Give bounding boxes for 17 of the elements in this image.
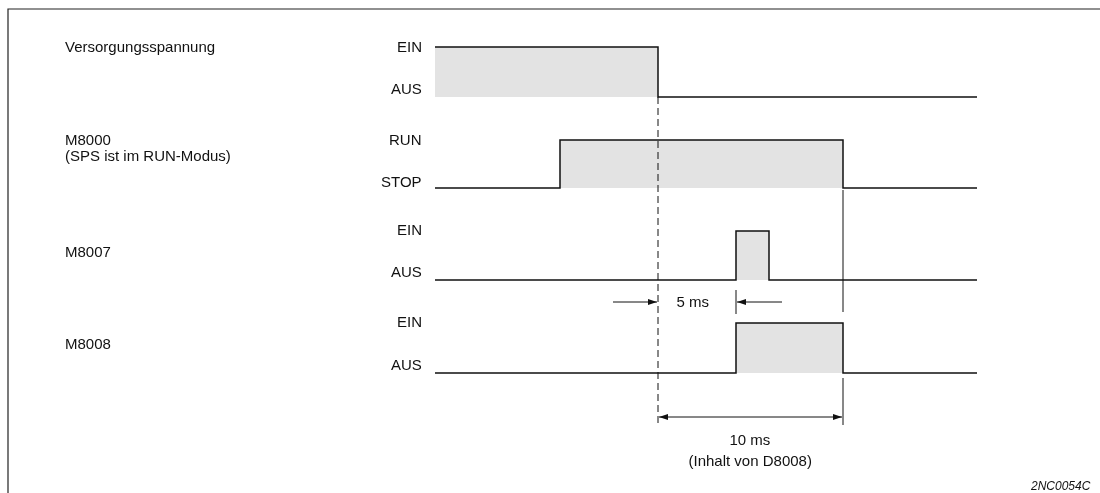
state-label: EIN xyxy=(397,313,422,331)
signal-name: Versorgungsspannung xyxy=(65,38,216,56)
state-label: AUS xyxy=(391,356,422,374)
dimension-note: (Inhalt von D8008) xyxy=(688,452,812,470)
signal-name: M8007 xyxy=(65,243,111,261)
state-label: AUS xyxy=(391,80,422,98)
signal-name: M8008 xyxy=(65,335,111,353)
state-label: EIN xyxy=(397,221,422,239)
state-label: EIN xyxy=(397,38,422,56)
dimension-label: 10 ms xyxy=(729,431,771,449)
state-label: STOP xyxy=(381,173,422,191)
dimension-label: 5 ms xyxy=(676,293,709,311)
signal-description: (SPS ist im RUN-Modus) xyxy=(65,147,231,165)
signal-name: M8000 xyxy=(65,131,111,149)
figure-code: 2NC0054C xyxy=(1031,478,1091,493)
state-label: RUN xyxy=(389,131,422,149)
state-label: AUS xyxy=(391,263,422,281)
